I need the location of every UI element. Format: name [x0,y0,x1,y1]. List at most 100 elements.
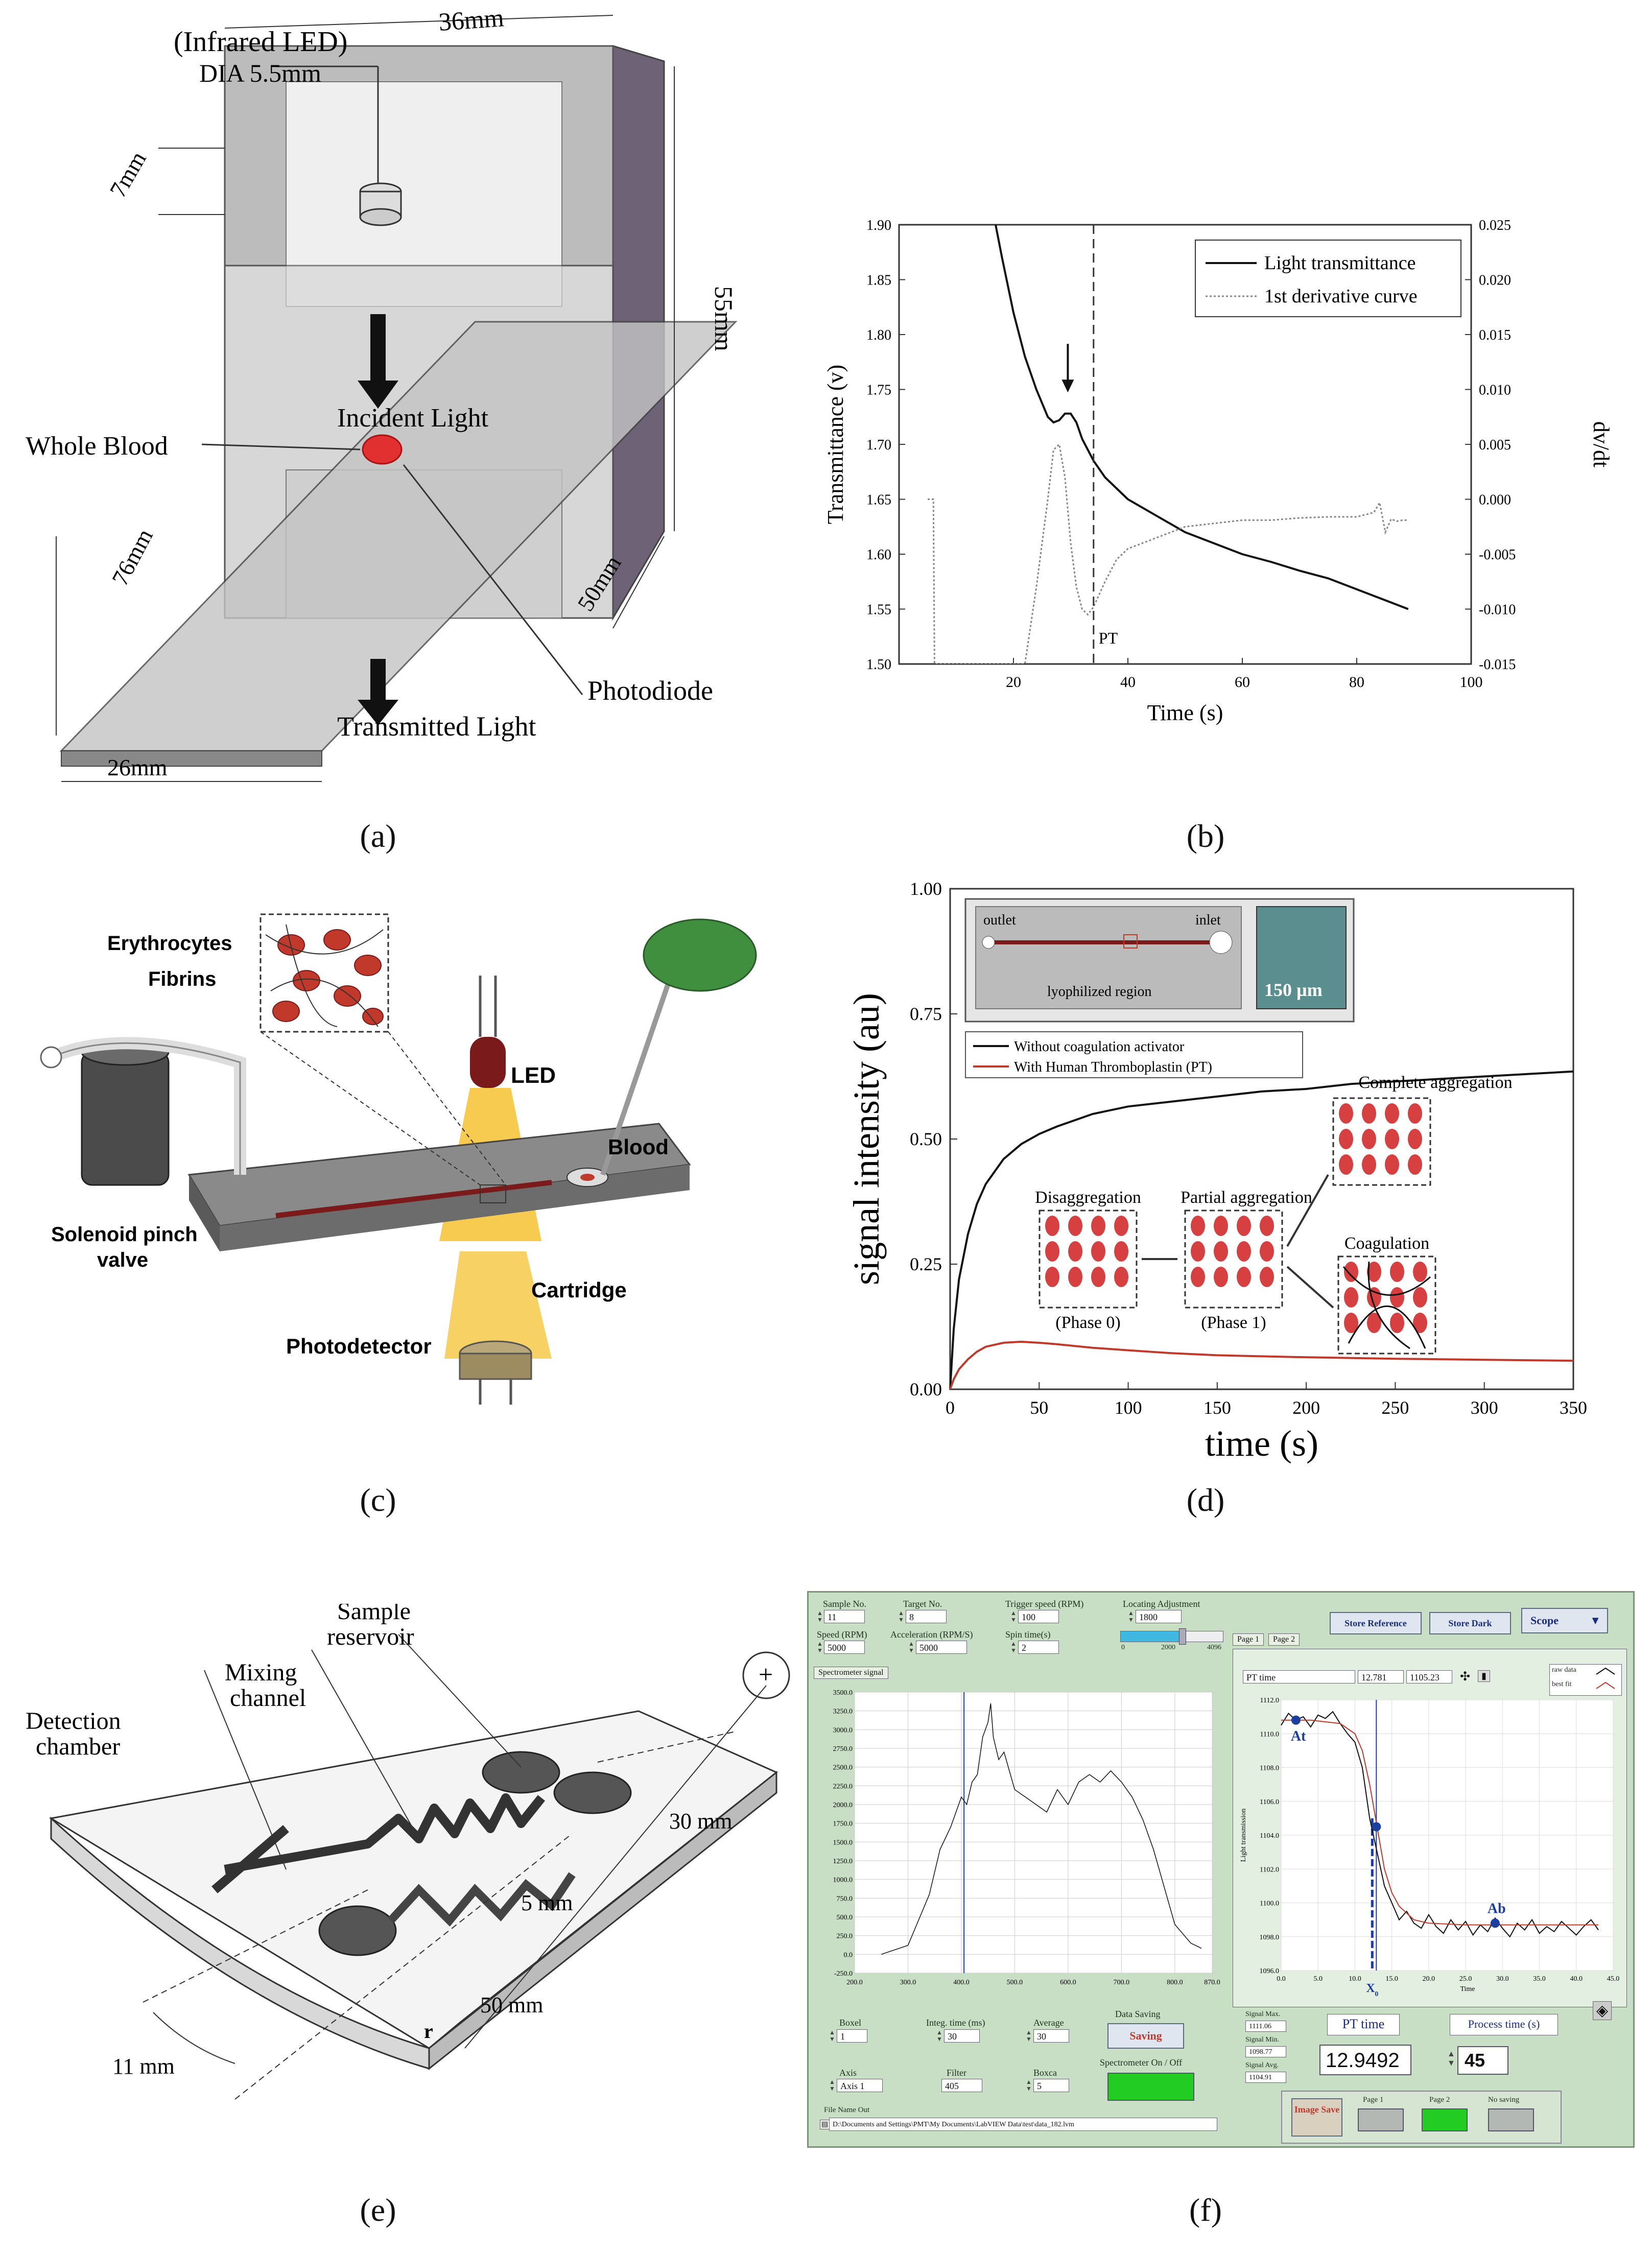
coagulation-box-cell [1390,1262,1404,1282]
cursor-move-icon[interactable]: ✣ [1460,1670,1471,1683]
x0-subscript: 0 [1375,1990,1378,1996]
stop-icon[interactable]: ◈ [1593,2001,1612,2020]
boxel-spinner[interactable]: ▲▼ [829,2029,835,2043]
slider-thumb[interactable] [1179,1628,1186,1645]
mixing-label-2: channel [230,1685,306,1712]
complete-box-cell [1385,1154,1399,1175]
target-no-label: Target No. [903,1599,942,1609]
dim-50-label: 50 mm [480,1993,543,2018]
locating-adjustment-label: Locating Adjustment [1123,1599,1200,1609]
phase0-box-cell [1091,1216,1105,1236]
boxel-field[interactable]: 1 [837,2029,867,2043]
page2-save-toggle[interactable] [1422,2108,1468,2131]
scope-dropdown[interactable]: Scope ▼ [1521,1608,1608,1633]
y-tick-label: 3500.0 [833,1689,853,1697]
file-browse-icon[interactable]: ▤ [820,2120,830,2129]
locating-slider[interactable] [1120,1628,1223,1645]
fibrins-label: Fibrins [148,968,216,990]
acceleration-field[interactable]: 5000 [916,1641,967,1654]
target-no-field[interactable]: 8 [906,1610,947,1623]
locating-field[interactable]: 1800 [1136,1610,1182,1623]
average-field[interactable]: 30 [1033,2029,1069,2043]
pt-time-cursor-field[interactable]: PT time [1243,1670,1355,1683]
spin-time-field[interactable]: 2 [1018,1641,1059,1654]
speed-field[interactable]: 5000 [824,1641,865,1654]
slider-fill [1121,1631,1182,1642]
spectrometer-tab[interactable]: Spectrometer signal [814,1667,888,1679]
x-tick-label: 0.0 [1277,1975,1286,1983]
signal-max-label: Signal Max. [1245,2010,1281,2018]
x-tick-label: 20 [1006,674,1021,691]
coagulation-box-cell [1344,1313,1358,1333]
store-dark-button[interactable]: Store Dark [1429,1612,1511,1634]
solenoid-valve-icon [81,1051,170,1186]
x0-point [1372,1822,1381,1832]
inset-zoom-box [1123,934,1138,948]
process-time-spinner[interactable]: ▲▼ [1447,2050,1455,2068]
integ-time-field[interactable]: 30 [944,2029,980,2043]
page1-save-toggle[interactable] [1358,2108,1404,2131]
spectrometer-onoff-toggle[interactable] [1107,2073,1194,2101]
led-dia-label: DIA 5.5mm [199,59,321,87]
pt-time-value: 12.9492 [1319,2045,1411,2075]
y-tick-label: 750.0 [837,1895,853,1903]
axis-label: Axis [839,2068,857,2078]
complete-box-cell [1362,1129,1376,1149]
scope-value: Scope [1530,1614,1559,1627]
locating-spinner[interactable]: ▲▼ [1128,1609,1134,1623]
glove-icon [643,918,757,992]
integ-time-spinner[interactable]: ▲▼ [936,2029,942,2043]
y2-tick-label: 0.005 [1479,437,1511,453]
complete-box-cell [1385,1129,1399,1149]
trigger-speed-spinner[interactable]: ▲▼ [1010,1609,1017,1623]
average-spinner[interactable]: ▲▼ [1026,2029,1032,2043]
image-save-button[interactable]: Image Save [1291,2098,1342,2137]
saving-button[interactable]: Saving [1107,2023,1184,2049]
boxca-spinner[interactable]: ▲▼ [1026,2078,1032,2092]
spin-time-spinner[interactable]: ▲▼ [1010,1640,1017,1654]
y-tick-label: 1100.0 [1260,1900,1279,1908]
coagulation-title: Coagulation [1344,1234,1429,1253]
y2-tick-label: -0.010 [1479,602,1516,618]
phase0-title: Disaggregation [1035,1188,1141,1207]
process-time-field[interactable]: 45 [1457,2046,1508,2075]
chevron-down-icon: ▼ [1590,1614,1601,1627]
sample-no-spinner[interactable]: ▲▼ [817,1609,823,1623]
y-tick-label: 1.50 [866,657,891,673]
acceleration-spinner[interactable]: ▲▼ [908,1640,914,1654]
target-no-spinner[interactable]: ▲▼ [898,1609,904,1623]
axis-field[interactable]: Axis 1 [837,2079,883,2092]
no-saving-toggle[interactable] [1488,2108,1534,2131]
tab-page-1[interactable]: Page 1 [1233,1633,1264,1646]
y-tick-label: 0.25 [910,1254,942,1274]
slider-tick-2: 4096 [1207,1644,1221,1651]
speed-label: Speed (RPM) [817,1629,867,1640]
radius-label: r [424,2020,433,2043]
sample-reservoir-shape [482,1751,560,1794]
y2-tick-label: 0.010 [1479,383,1511,398]
sample-no-field[interactable]: 11 [824,1610,865,1623]
y-tick-label: 1.65 [866,492,891,508]
cursor-lock-icon[interactable]: ▮ [1478,1670,1490,1682]
legend-derivative-label: 1st derivative curve [1264,286,1418,307]
y-tick-label: 1.75 [866,383,891,398]
filter-field[interactable]: 405 [941,2079,982,2092]
arrow-up-right-icon [1286,1174,1329,1247]
axis-spinner[interactable]: ▲▼ [829,2078,835,2092]
phase0-box-cell [1114,1267,1128,1287]
y-tick-label: 1096.0 [1260,1967,1280,1975]
trigger-speed-field[interactable]: 100 [1018,1610,1059,1623]
series-line-0 [949,1070,1574,1390]
boxca-field[interactable]: 5 [1033,2079,1069,2092]
at-label: At [1291,1728,1306,1744]
speed-spinner[interactable]: ▲▼ [817,1640,823,1654]
y2-tick-label: 0.020 [1479,273,1511,289]
file-path-field[interactable]: D:\Documents and Settings\PMT\My Documen… [829,2118,1217,2131]
store-reference-button[interactable]: Store Reference [1330,1612,1422,1634]
phase0-box-cell [1068,1267,1082,1287]
phase0-box-cell [1068,1241,1082,1262]
y-tick-label: 1.60 [866,547,891,563]
tab-page-2[interactable]: Page 2 [1268,1633,1300,1646]
spin-time-label: Spin time(s) [1005,1629,1051,1640]
